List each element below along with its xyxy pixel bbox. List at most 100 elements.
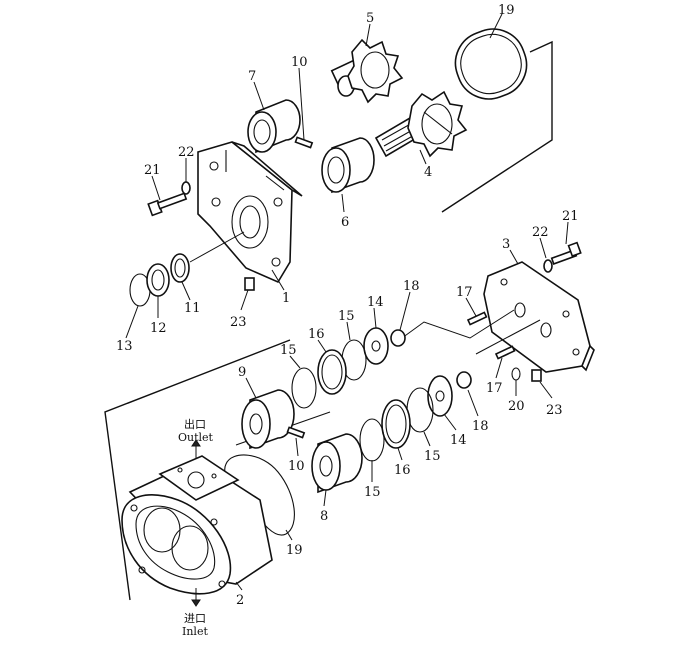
ring-11 (170, 253, 190, 283)
callout-22-right: 22 (532, 225, 549, 240)
leader-10-top (298, 67, 305, 141)
leader-1 (271, 269, 285, 291)
leader-16-top (317, 339, 327, 353)
thrust-plate-14-bottom (427, 375, 453, 417)
inlet-arrow-icon (191, 599, 201, 607)
needle-bearing-12 (146, 263, 170, 297)
leader-17-top (465, 297, 477, 317)
leader-16-bottom (397, 447, 403, 461)
callout-5: 5 (366, 11, 374, 26)
leader-23-top (240, 289, 249, 311)
callout-14-bottom: 14 (450, 433, 467, 448)
o-ring-19-top (454, 28, 528, 100)
bearing-block-9 (241, 389, 295, 450)
callout-1: 1 (282, 291, 290, 306)
leader-23-right (539, 381, 553, 399)
bolt-21-left (147, 192, 188, 217)
thrust-plate-14-top (363, 327, 389, 365)
callout-15-top-left: 15 (280, 343, 297, 358)
plug-23-top (244, 277, 255, 291)
plug-guide-line (401, 309, 515, 339)
rear-cover-3 (483, 261, 595, 373)
front-cover-1 (197, 141, 303, 284)
callout-4: 4 (424, 165, 432, 180)
leader-3 (509, 249, 519, 265)
callout-11: 11 (184, 301, 201, 316)
callout-17-top: 17 (456, 285, 473, 300)
backup-ring-16-top (317, 349, 347, 395)
leader-15-top-left (289, 355, 301, 369)
leader-11 (181, 281, 191, 301)
backup-ring-16-bottom (381, 399, 411, 449)
dowel-pin-10-bottom (286, 426, 306, 439)
leader-8 (323, 489, 327, 507)
leader-6 (341, 193, 345, 213)
leader-4 (419, 149, 427, 165)
callout-18-top: 18 (403, 279, 420, 294)
idler-gear-5 (330, 38, 404, 104)
callout-8: 8 (320, 509, 328, 524)
leader-13 (125, 305, 139, 339)
plug-23-right (531, 369, 542, 382)
callout-16-top: 16 (308, 327, 325, 342)
callout-12: 12 (150, 321, 167, 336)
bolt-21-right (550, 241, 582, 265)
callout-2: 2 (236, 593, 244, 608)
callout-10-bottom: 10 (288, 459, 305, 474)
leader-18-top (399, 291, 411, 331)
callout-15-top-right: 15 (338, 309, 355, 324)
leader-9 (245, 377, 257, 399)
bearing-6 (321, 137, 375, 194)
leader-18-bottom (467, 389, 479, 417)
ring-20 (511, 367, 521, 381)
outlet-label-cn: 出口 (184, 417, 206, 431)
dowel-pin-17-top (466, 311, 488, 326)
leader-2 (235, 581, 243, 591)
leader-17-bottom (495, 357, 503, 379)
seal-15-top-left (291, 367, 317, 409)
backup-ring-16-bottom-inner (385, 404, 407, 444)
leader-22-right (539, 237, 547, 259)
leader-14-top (373, 307, 377, 329)
callout-14-top: 14 (367, 295, 384, 310)
leader-19-top (489, 13, 503, 39)
outlet-arrow-icon (191, 439, 201, 447)
plug-18-bottom (456, 371, 472, 389)
callout-13: 13 (116, 339, 133, 354)
callout-17-bottom: 17 (486, 381, 503, 396)
callout-10-top: 10 (291, 55, 308, 70)
callout-16-bottom: 16 (394, 463, 411, 478)
leader-15-top-right (346, 321, 351, 341)
callout-15-bottom-right: 15 (424, 449, 441, 464)
washer-22-right (543, 259, 553, 273)
callout-19-top: 19 (498, 3, 515, 18)
callout-19-bottom: 19 (286, 543, 303, 558)
callout-23-top: 23 (230, 315, 247, 330)
backup-ring-16-top-inner (321, 354, 343, 390)
shaft-axis-line (189, 231, 245, 263)
callout-21-right: 21 (562, 209, 579, 224)
callout-7: 7 (248, 69, 256, 84)
outlet-label-en: Outlet (178, 431, 214, 444)
lower-assembly-guide (104, 339, 291, 601)
leader-5 (365, 23, 371, 47)
callout-22-left: 22 (178, 145, 195, 160)
bearing-block-8 (311, 433, 363, 494)
seal-15-bottom-right (406, 387, 434, 433)
callout-18-bottom: 18 (472, 419, 489, 434)
pin-guide-line (475, 319, 541, 355)
washer-22-left (181, 181, 191, 195)
bearing-7 (247, 99, 301, 154)
callout-20: 20 (508, 399, 525, 414)
seal-15-bottom-left (359, 418, 385, 462)
drive-gear-4 (374, 90, 468, 158)
leader-7 (253, 81, 265, 111)
leader-21-right (565, 221, 569, 245)
callout-21-left: 21 (144, 163, 161, 178)
dowel-pin-17-bottom (494, 345, 516, 360)
leader-10-bottom (295, 437, 299, 457)
callout-6: 6 (341, 215, 349, 230)
dowel-pin-10-top (294, 136, 314, 149)
callout-3: 3 (502, 237, 510, 252)
